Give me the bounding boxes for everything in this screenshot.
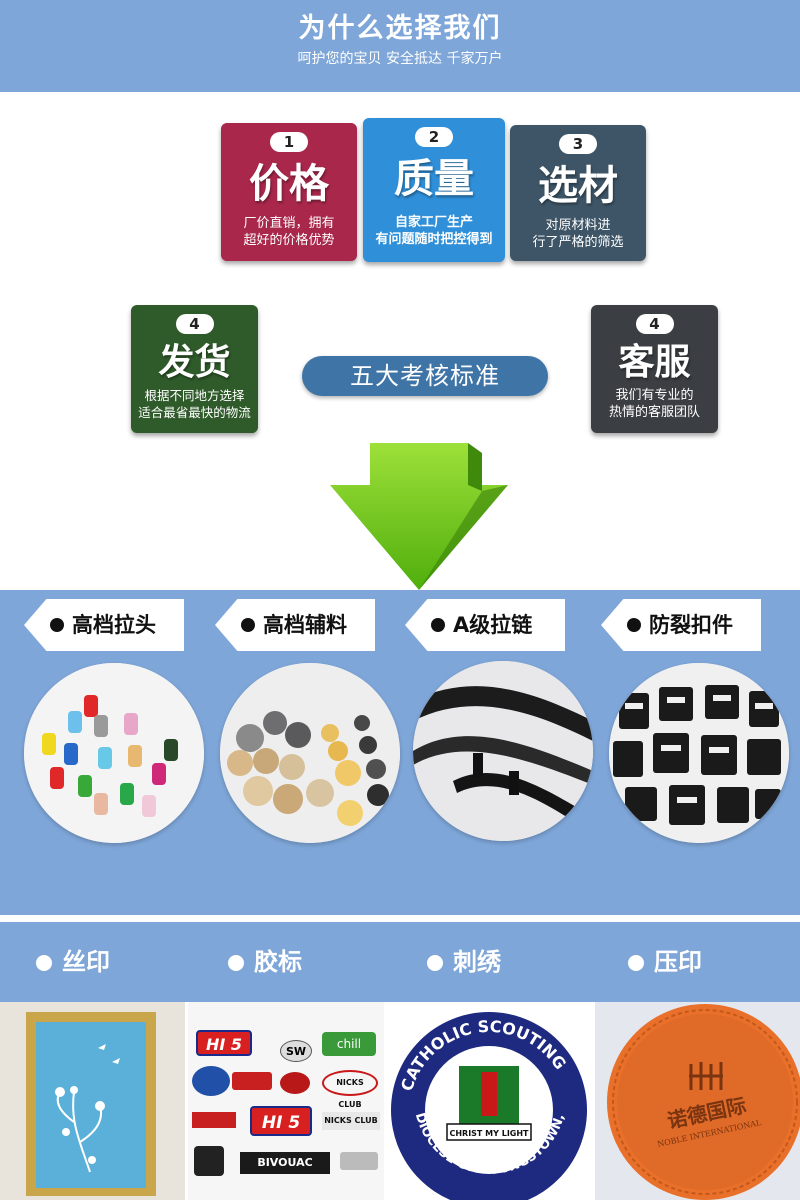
- badge-sw: SW: [280, 1040, 312, 1062]
- embroidery-ribbon-text: CHRIST MY LIGHT: [449, 1129, 529, 1138]
- craft-tag-emboss: 压印: [628, 942, 702, 982]
- buckles-image: [609, 663, 789, 843]
- product-tag-zipper: A级拉链: [405, 599, 565, 651]
- badge-chill: chill: [322, 1032, 376, 1056]
- card-desc: 根据不同地方选择 适合最省最快的物流: [135, 387, 254, 421]
- card-shipping: 4 发货 根据不同地方选择 适合最省最快的物流: [131, 305, 258, 433]
- card-desc-line: 适合最省最快的物流: [138, 405, 251, 420]
- badge-nicks-second: NICKS CLUB: [322, 1112, 380, 1130]
- emboss-leather-image: 诺德国际 NOBLE INTERNATIONAL: [595, 1002, 800, 1200]
- product-tag-accessories: 高档辅料: [215, 599, 375, 651]
- page-title: 为什么选择我们: [298, 13, 502, 44]
- card-number: 2: [415, 127, 453, 147]
- card-title: 质量: [394, 155, 474, 202]
- bullet-icon: [427, 955, 443, 971]
- card-desc: 自家工厂生产 有问题随时把控得到: [367, 214, 501, 248]
- card-desc-line: 自家工厂生产: [394, 215, 473, 230]
- card-title: 客服: [618, 341, 691, 383]
- card-desc-line: 热情的客服团队: [608, 405, 700, 420]
- card-desc-line: 超好的价格优势: [243, 233, 335, 248]
- product-tag-slider: 高档拉头: [24, 599, 184, 651]
- card-desc: 对原材料进 行了严格的筛选: [514, 217, 642, 251]
- card-title: 发货: [158, 341, 231, 383]
- silkscreen-image: [0, 1002, 185, 1200]
- badge-bivouac: BIVOUAC: [240, 1152, 330, 1174]
- card-number: 3: [559, 134, 597, 154]
- embroidery-image: CATHOLIC SCOUTING DIOCESE OF YOUNGSTOWN,…: [387, 1002, 592, 1200]
- card-desc-line: 行了严格的筛选: [532, 235, 624, 250]
- card-number: 1: [270, 132, 308, 152]
- product-tag-buckles: 防裂扣件: [601, 599, 761, 651]
- product-tag-label: 防裂扣件: [649, 613, 733, 637]
- product-tag-label: A级拉链: [453, 613, 533, 637]
- rubber-badges-image: HI 5 SW chill NICKS CLUB HI 5 NICKS CLUB…: [188, 1002, 384, 1200]
- page-subtitle: 呵护您的宝贝 安全抵达 千家万户: [297, 51, 503, 67]
- header-banner: 为什么选择我们 呵护您的宝贝 安全抵达 千家万户: [0, 0, 800, 92]
- product-tag-label: 高档辅料: [263, 613, 347, 637]
- card-title: 价格: [249, 160, 329, 207]
- bullet-icon: [36, 955, 52, 971]
- badge-red-bar: [232, 1072, 272, 1090]
- down-arrow-icon: [330, 443, 508, 590]
- card-desc-line: 根据不同地方选择: [144, 388, 245, 403]
- card-desc: 我们有专业的 热情的客服团队: [595, 387, 714, 421]
- card-quality: 2 质量 自家工厂生产 有问题随时把控得到: [363, 118, 505, 262]
- card-desc-line: 我们有专业的: [615, 388, 694, 403]
- card-desc-line: 有问题随时把控得到: [375, 232, 493, 247]
- bullet-icon: [50, 618, 64, 632]
- card-title: 选材: [538, 162, 618, 209]
- craft-tag-silkscreen: 丝印: [36, 942, 110, 982]
- crafts-section: [0, 922, 800, 1002]
- zipper-sliders-image: [24, 663, 204, 843]
- craft-tag-rubber: 胶标: [228, 942, 302, 982]
- bullet-icon: [228, 955, 244, 971]
- card-desc: 厂价直销，拥有 超好的价格优势: [225, 215, 353, 249]
- craft-label: 压印: [654, 948, 702, 976]
- craft-label: 胶标: [254, 948, 302, 976]
- metal-accessories-image: [220, 663, 400, 843]
- card-price: 1 价格 厂价直销，拥有 超好的价格优势: [221, 123, 357, 261]
- card-material: 3 选材 对原材料进 行了严格的筛选: [510, 125, 646, 261]
- card-desc-line: 对原材料进: [545, 218, 611, 233]
- badge-hi5: HI 5: [196, 1030, 252, 1056]
- craft-tag-embroidery: 刺绣: [427, 942, 501, 982]
- bullet-icon: [431, 618, 445, 632]
- card-number: 4: [175, 314, 214, 334]
- badge-hi5-second: HI 5: [250, 1106, 312, 1136]
- badge-oval: [192, 1066, 230, 1096]
- craft-label: 丝印: [62, 948, 110, 976]
- standards-label: 五大考核标准: [302, 356, 548, 396]
- bullet-icon: [241, 618, 255, 632]
- craft-label: 刺绣: [453, 948, 501, 976]
- card-service: 4 客服 我们有专业的 热情的客服团队: [591, 305, 718, 433]
- badge-red-oval: [280, 1072, 310, 1094]
- badge-nicks: NICKS CLUB: [322, 1070, 378, 1109]
- badge-small: [192, 1112, 236, 1128]
- zipper-image: [413, 661, 593, 841]
- bullet-icon: [627, 618, 641, 632]
- card-number: 4: [635, 314, 674, 334]
- card-desc-line: 厂价直销，拥有: [243, 216, 335, 231]
- badge-grey: [340, 1152, 378, 1170]
- product-tag-label: 高档拉头: [72, 613, 156, 637]
- bullet-icon: [628, 955, 644, 971]
- badge-circle: [194, 1146, 224, 1176]
